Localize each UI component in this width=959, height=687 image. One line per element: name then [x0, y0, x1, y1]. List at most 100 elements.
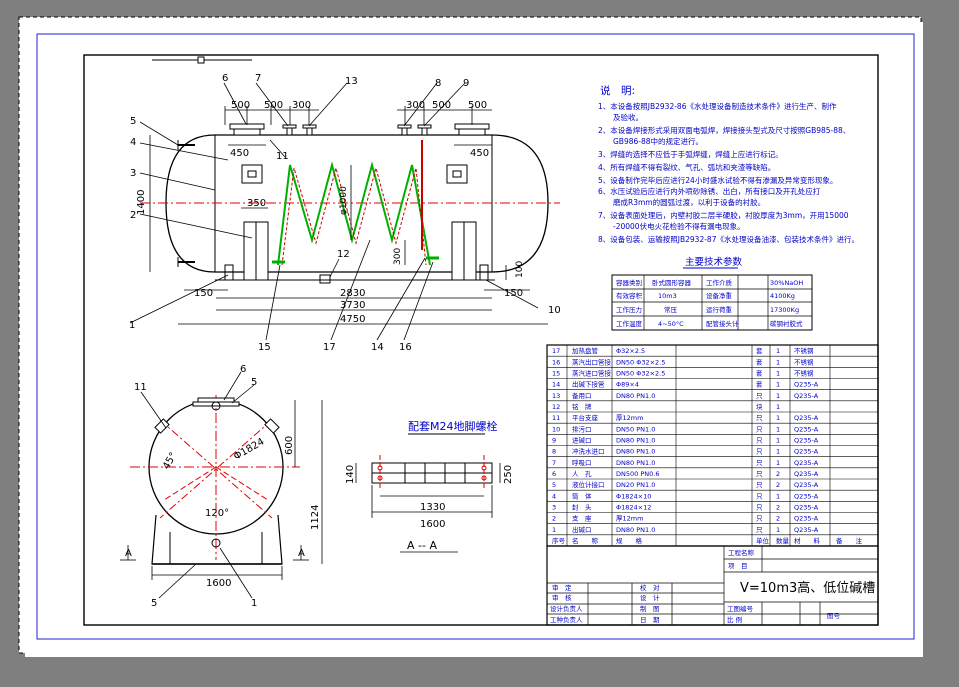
- scale-label: 比 例: [727, 615, 742, 624]
- param-r4c4: 碳钢衬胶式: [770, 319, 803, 328]
- callout-11: 11: [276, 151, 289, 162]
- inner-block-right: [446, 164, 468, 184]
- callout-12: 12: [337, 249, 350, 260]
- bom-cell: 13: [552, 392, 560, 400]
- bom-cell: 15: [552, 370, 560, 378]
- bom-cell: Φ89×4: [616, 381, 639, 389]
- side-dim-120: 120°: [205, 508, 229, 519]
- bom-cell: DN80 PN1.0: [616, 437, 655, 445]
- diag-centerline-b: [159, 419, 273, 519]
- item-label: 项 目: [728, 562, 748, 570]
- bom-cell: Q235-A: [794, 470, 819, 478]
- param-r1c4: 30%NaOH: [770, 279, 803, 287]
- bom-header-cell: 序号: [552, 536, 566, 545]
- bom-cell: 17: [552, 347, 560, 355]
- bom-cell: 厚12mm: [616, 414, 643, 422]
- notes-block: 说 明: 1、本设备按照JB2932-86《水处理设备制造技术条件》进行生产、制…: [598, 84, 859, 244]
- section-label: A -- A: [407, 539, 437, 552]
- nameplate-12: [319, 274, 331, 284]
- bom-cell: 封 头: [572, 503, 592, 512]
- bom-header-cell: 材 料: [794, 536, 821, 545]
- params-table: 主要技术参数 容器类别 卧式圆形容器 工作介质 30%NaOH 有效容积 10m…: [611, 256, 813, 331]
- dim-1400: 1400: [136, 190, 147, 215]
- bom-cell: 1: [776, 492, 780, 500]
- side-callout-6: 6: [240, 364, 246, 375]
- signoff-role2-4: 日 期: [640, 616, 660, 624]
- bom-cell: 1: [776, 437, 780, 445]
- bom-cell: 2: [552, 515, 556, 523]
- param-r1c1: 容器类别: [616, 278, 642, 287]
- dim-300-b: 300: [406, 100, 425, 111]
- signoff-role2-1: 校 对: [640, 583, 660, 592]
- bom-cell: 只: [756, 470, 763, 478]
- note-line-9: 磨成R3mm的圆弧过渡，以利于设备的衬胶。: [598, 197, 765, 207]
- bom-cell: 1: [776, 381, 780, 389]
- bom-cell: 不锈钢: [794, 357, 814, 366]
- note-line-10: 7、设备表面处理后，内壁衬胶二层半硬胶，衬胶厚度为3mm，开用15000: [598, 210, 849, 220]
- side-manhole-port: [211, 401, 221, 411]
- callout-6: 6: [222, 73, 228, 84]
- dim-100: 100: [515, 261, 525, 278]
- side-dim-1600: 1600: [206, 578, 231, 589]
- angle-120-right: [215, 466, 269, 501]
- side-dim-600: 600: [284, 436, 295, 455]
- angle-120-left: [163, 466, 217, 501]
- bom-cell: Q235-A: [794, 392, 819, 400]
- param-r4c1: 工作温度: [616, 319, 643, 328]
- bom-cell: 1: [776, 392, 780, 400]
- bom-cell: DN80 PN1.0: [616, 459, 655, 467]
- param-r1c3: 工作介质: [706, 278, 733, 287]
- param-r3c3: 运行荷重: [706, 305, 733, 314]
- bolt-hole-4: [481, 475, 487, 481]
- params-frame: [611, 274, 813, 331]
- bom-cell: 1: [552, 526, 556, 534]
- signoff-role2-2: 设 计: [640, 593, 660, 602]
- bom-cell: 只: [756, 481, 763, 489]
- bom-cell: 加热盘管: [572, 346, 599, 355]
- bom-cell: 排污口: [572, 424, 592, 433]
- bom-cell: 7: [552, 459, 556, 467]
- bom-cell: 只: [756, 526, 763, 534]
- bom-cell: 只: [756, 492, 763, 500]
- bom-cell: Q235-A: [794, 381, 819, 389]
- bom-cell: 冲洗水进口: [572, 447, 605, 456]
- drawing-no-label: 图号: [827, 612, 841, 620]
- bom-header-cell: 名 称: [572, 536, 599, 545]
- signoff-role-1: 审 定: [552, 583, 572, 592]
- bom-cell: Q235-A: [794, 481, 819, 489]
- bom-cell: 3: [552, 504, 556, 512]
- dim-150-right: 150: [504, 288, 523, 299]
- outer-frame: [36, 33, 915, 640]
- bom-cell: 液位计接口: [572, 480, 605, 489]
- dim-500-c: 500: [432, 100, 451, 111]
- note-line-6: 4、所有焊缝不得有裂纹、气孔、弧坑和夹渣等缺陷。: [598, 162, 775, 172]
- callout-8: 8: [435, 78, 441, 89]
- bom-cell: 不锈钢: [794, 369, 814, 378]
- notes-heading: 说 明:: [600, 84, 635, 97]
- heating-coil-front: [277, 161, 431, 266]
- note-line-5: 3、焊缝的选择不应低于手弧焊缝，焊缝上应进行标记。: [598, 149, 783, 159]
- callout-13: 13: [345, 76, 358, 87]
- bom-cell: 蒸汽出口管接: [572, 357, 612, 366]
- callout-3: 3: [130, 168, 136, 179]
- param-r2c2: 10m3: [658, 292, 677, 300]
- callout-10: 10: [548, 305, 561, 316]
- bom-cell: 4: [552, 492, 556, 500]
- top-dimensions: [149, 106, 548, 325]
- front-view: 500 500 300 300 500 500 450 450 350 1400…: [129, 73, 561, 353]
- bom-cell: Φ32×2.5: [616, 347, 645, 355]
- bom-cell: 出碱下接管: [572, 380, 605, 389]
- dim-500-d: 500: [468, 100, 487, 111]
- bom-cell: 2: [776, 481, 780, 489]
- bolt-hole-2: [377, 475, 383, 481]
- bom-cell: 备用口: [572, 391, 592, 400]
- bom-cell: 2: [776, 470, 780, 478]
- bom-cell: Φ1824×12: [616, 504, 651, 512]
- bom-cell: 蒸汽进口管接: [572, 369, 612, 378]
- diag-centerline-a: [159, 419, 273, 519]
- bom-cell: 11: [552, 414, 560, 422]
- bom-cell: DN500 PN0.6: [616, 470, 659, 478]
- bom-cell: 只: [756, 448, 763, 456]
- bom-cell: 1: [776, 403, 780, 411]
